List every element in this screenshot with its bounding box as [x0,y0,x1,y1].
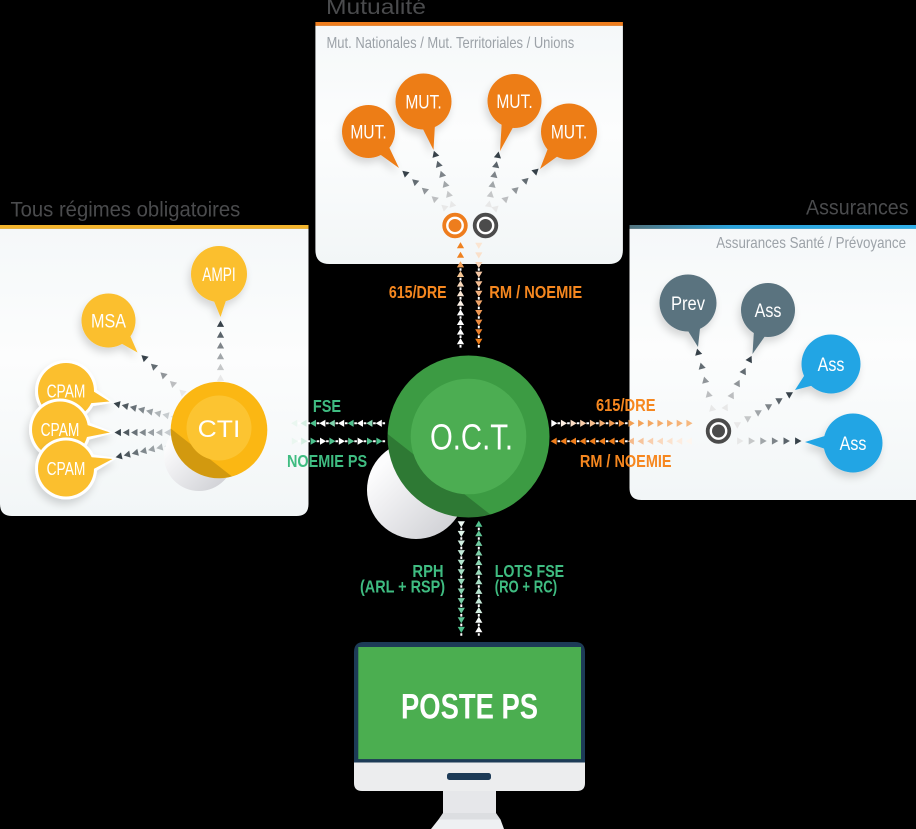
svg-text:CPAM: CPAM [47,382,86,402]
svg-text:CPAM: CPAM [47,459,86,479]
svg-text:MUT.: MUT. [551,121,587,143]
svg-text:AMPI: AMPI [202,264,235,286]
svg-text:CTI: CTI [198,416,241,443]
svg-text:O.C.T.: O.C.T. [430,416,513,457]
svg-text:RM / NOEMIE: RM / NOEMIE [489,283,582,303]
svg-text:(ARL + RSP): (ARL + RSP) [360,577,445,597]
svg-text:Assurances: Assurances [806,197,908,220]
svg-text:NOEMIE PS: NOEMIE PS [287,452,367,472]
svg-text:RPH: RPH [412,562,443,582]
svg-text:MUT.: MUT. [405,91,441,113]
svg-text:Ass: Ass [755,299,782,321]
svg-text:POSTE PS: POSTE PS [401,687,538,726]
svg-text:MUT.: MUT. [350,121,386,143]
svg-text:615/DRE: 615/DRE [389,282,447,302]
svg-text:Tous régimes obligatoires: Tous régimes obligatoires [11,198,241,221]
svg-text:CPAM: CPAM [41,420,80,440]
svg-text:FSE: FSE [313,397,341,417]
svg-text:Mut. Nationales / Mut. Territo: Mut. Nationales / Mut. Territoriales / U… [327,35,575,52]
svg-text:MSA: MSA [91,310,126,332]
svg-text:(RO + RC): (RO + RC) [495,578,557,597]
svg-text:Assurances Santé / Prévoyance: Assurances Santé / Prévoyance [716,235,906,252]
svg-text:Ass: Ass [818,353,845,375]
svg-text:Ass: Ass [840,432,867,454]
svg-text:615/DRE: 615/DRE [596,396,656,416]
svg-text:MUT.: MUT. [496,90,532,112]
svg-text:LOTS FSE: LOTS FSE [495,561,565,581]
svg-text:Prev: Prev [671,293,705,314]
svg-text:Mutualité: Mutualité [326,0,426,19]
svg-text:RM / NOEMIE: RM / NOEMIE [580,452,672,472]
